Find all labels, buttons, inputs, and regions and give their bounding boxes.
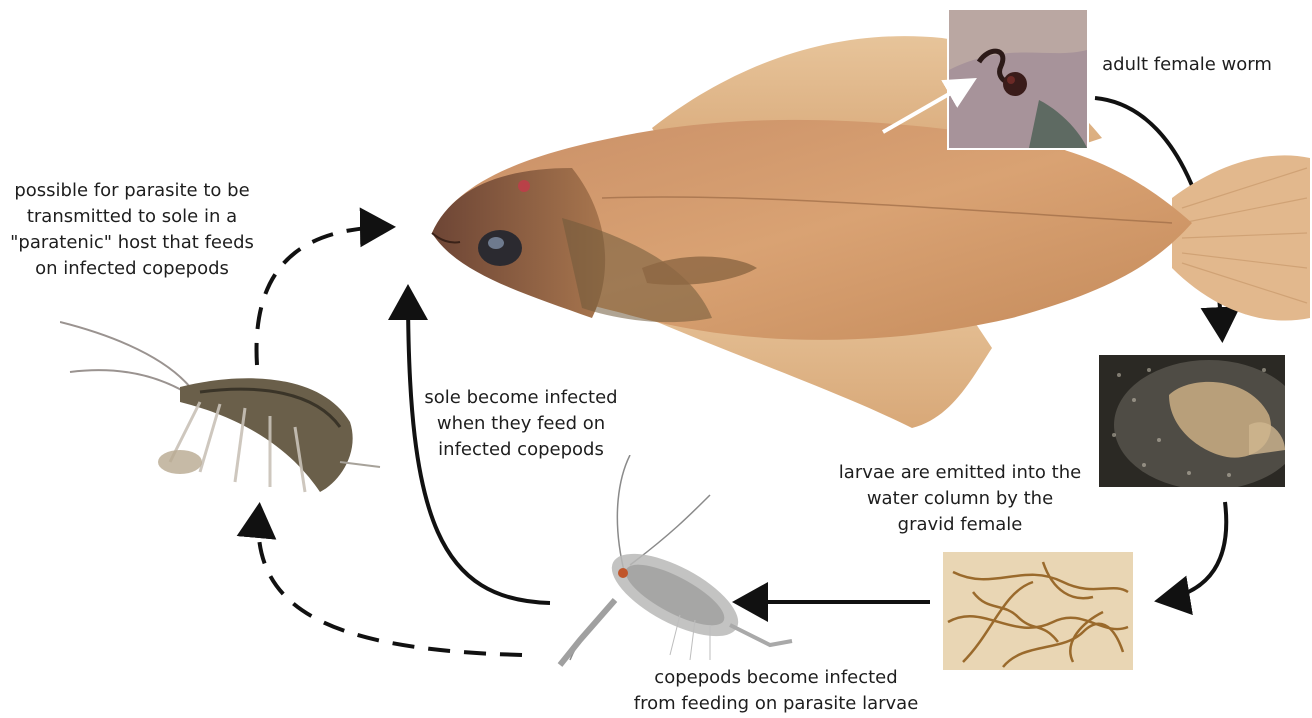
worm-pointer-arrow bbox=[878, 70, 998, 170]
parasite-larvae-image bbox=[943, 552, 1133, 670]
arrow-copepod-to-amphipod bbox=[258, 510, 522, 655]
label-copepods-infected: copepods become infected from feeding on… bbox=[612, 665, 940, 717]
amphipod-image bbox=[60, 312, 390, 512]
larvae-emission-image bbox=[1099, 355, 1285, 487]
label-adult-female-worm: adult female worm bbox=[1098, 52, 1276, 78]
copepod-image bbox=[520, 455, 800, 670]
label-larvae-emitted: larvae are emitted into the water column… bbox=[826, 460, 1094, 538]
arrow-emission-to-larvae bbox=[1162, 502, 1226, 600]
label-sole-infected: sole become infected when they feed on i… bbox=[418, 385, 624, 463]
label-paratenic-host: possible for parasite to be transmitted … bbox=[4, 178, 260, 282]
